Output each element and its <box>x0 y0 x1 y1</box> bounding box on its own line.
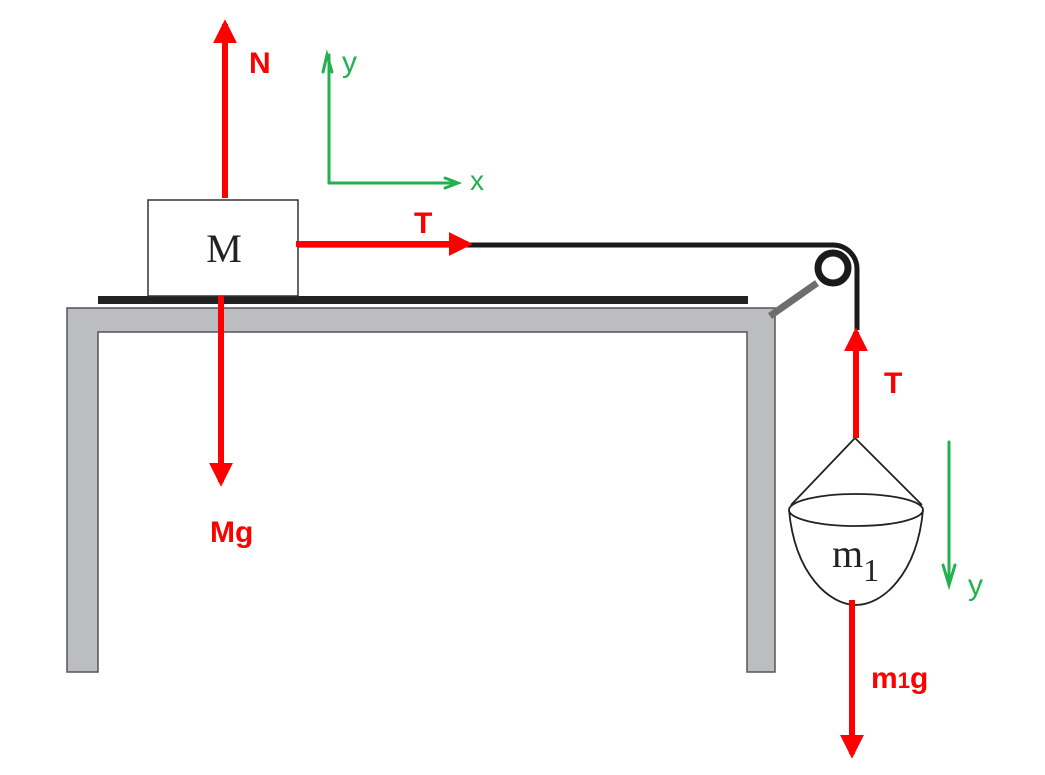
weight-hanging-label: m1g <box>871 662 928 695</box>
weight-block-label: Mg <box>210 516 253 549</box>
table <box>66 307 776 673</box>
axis-y-down-label: y <box>968 569 983 602</box>
axis-x-label: x <box>470 165 484 196</box>
pulley-bracket <box>767 280 820 319</box>
hanging-mass-label: m1 <box>832 531 879 588</box>
block-label: M <box>206 226 242 271</box>
tension-vertical-label: T <box>884 367 902 400</box>
coordinate-axes <box>321 49 463 190</box>
normal-force-label: N <box>249 47 271 80</box>
tension-horizontal-label: T <box>414 207 432 240</box>
table-surface <box>98 296 748 304</box>
axis-y-down-arrow <box>941 440 957 591</box>
rope <box>298 242 860 330</box>
pulley <box>814 249 852 287</box>
axis-y-label: y <box>342 46 357 79</box>
hanging-basket <box>788 437 924 606</box>
